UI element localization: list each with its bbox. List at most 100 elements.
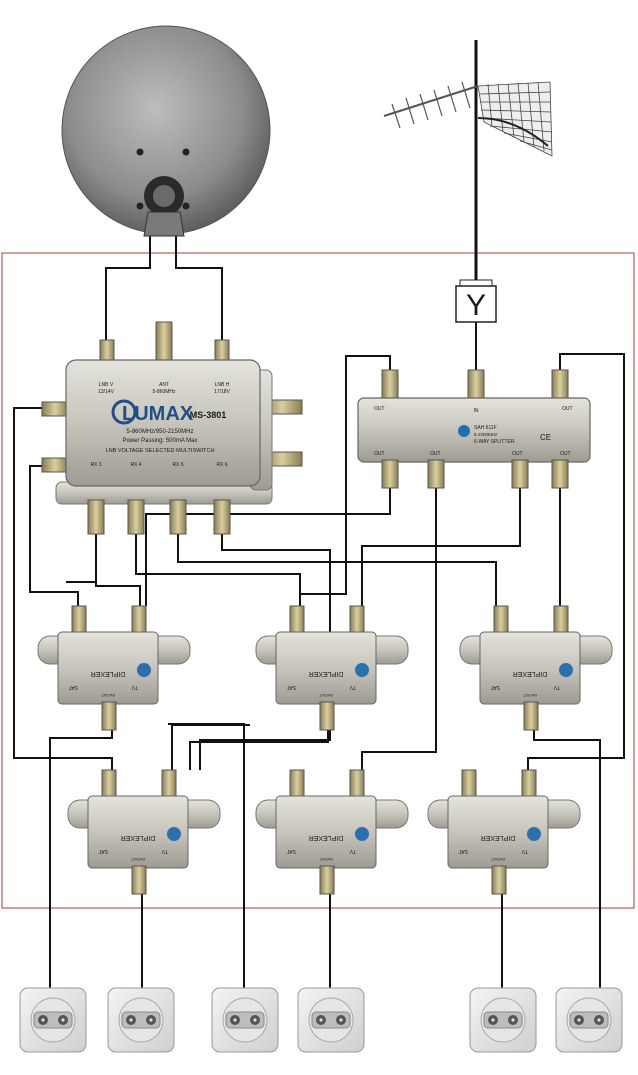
- wire-lnb-v: [105, 236, 151, 340]
- wiring: [13, 40, 625, 990]
- diplexer-tv: TV: [349, 848, 356, 854]
- diplexer-out: IN/OUT: [131, 857, 145, 862]
- wire-split-out4: [361, 488, 437, 770]
- mesh-reflector: [477, 81, 553, 157]
- wire-rx4: [135, 534, 301, 606]
- splitter-out-label-b1: OUT: [374, 451, 385, 457]
- wire-rx3: [95, 534, 141, 606]
- splitter-model: SAH 611F: [474, 425, 497, 431]
- lnb-v-voltage: 13/14V: [98, 389, 115, 395]
- multiswitch-model: MS-3801: [190, 410, 227, 420]
- lumax-logo-icon: [111, 399, 137, 425]
- diplexer-tv: TV: [161, 848, 168, 854]
- wire-split-out5: [361, 488, 521, 606]
- splitter-in-label: IN: [474, 408, 479, 414]
- diplexer-label: DIPLEXER: [309, 670, 344, 677]
- diplexer-label: DIPLEXER: [513, 670, 548, 677]
- diplexer-logo-icon: [527, 827, 541, 841]
- lnb-mount: [143, 211, 185, 237]
- diplexer: DIPLEXER SAT TV IN/OUT: [459, 605, 613, 731]
- lnb-v-label: LNB V: [99, 382, 114, 388]
- six-way-splitter: IN OUT OUT OUT OUT OUT OUT SAH 611F 5-10…: [357, 369, 591, 489]
- wall-socket: [19, 987, 87, 1053]
- diplexer-label: DIPLEXER: [121, 834, 156, 841]
- diplexer-tv: TV: [521, 848, 528, 854]
- wire-dip2-out: [189, 730, 329, 770]
- splitter-out-label-b3: OUT: [512, 451, 523, 457]
- wall-socket: [211, 987, 279, 1053]
- diplexer-logo-icon: [559, 663, 573, 677]
- splitter-freq: 5-1000MHz: [474, 432, 498, 437]
- multiswitch-desc: LNB VOLTAGE SELECTED MULTISWITCH: [105, 448, 214, 454]
- diplexer-label: DIPLEXER: [481, 834, 516, 841]
- wire-dip3-out: [533, 730, 601, 990]
- diplexer-row-1: DIPLEXER SAT TV IN/OUT DIPLEXER SAT TV I…: [37, 605, 613, 731]
- splitter-out-label-tl: OUT: [374, 406, 385, 412]
- diplexer-row-2: DIPLEXER SAT TV IN/OUT DIPLEXER SAT TV I…: [67, 769, 581, 895]
- diplexer-sat: SAT: [287, 848, 296, 854]
- wire-ms-left-bottom: [29, 465, 79, 606]
- multiswitch-power: Power Passing: 500mA Max: [122, 438, 197, 444]
- diplexer-out: IN/OUT: [523, 693, 537, 698]
- splitter-out-label-b4: OUT: [560, 451, 571, 457]
- wall-sockets: [19, 987, 623, 1053]
- wire-mid-socket: [168, 723, 245, 990]
- diplexer-out: IN/OUT: [319, 693, 333, 698]
- splitter-out-label-tr: OUT: [562, 406, 573, 412]
- diplexer-sat: SAT: [491, 684, 500, 690]
- splitter-out-label-b2: OUT: [430, 451, 441, 457]
- splitter-logo-icon: [458, 425, 470, 437]
- ce-mark: CE: [540, 433, 551, 442]
- wall-socket: [107, 987, 175, 1053]
- multiswitch: LNB V 13/14V ANT 5-860MHz LNB H 17/18V L…: [41, 321, 303, 535]
- diplexer-label: DIPLEXER: [309, 834, 344, 841]
- wire-dip2b: [171, 724, 250, 770]
- diplexer-tv: TV: [349, 684, 356, 690]
- ant-freq: 5-860MHz: [152, 389, 176, 395]
- diplexer-out: IN/OUT: [491, 857, 505, 862]
- building-boundary: [1, 252, 635, 909]
- diplexer-logo-icon: [355, 663, 369, 677]
- junction-symbol: Y: [466, 289, 486, 322]
- diplexer-sat: SAT: [99, 848, 108, 854]
- wire-lnb-h: [175, 236, 223, 340]
- wire-split-out1: [299, 355, 391, 606]
- diplexer-logo-icon: [167, 827, 181, 841]
- wire-ms-left-top: [13, 407, 113, 770]
- wall-socket: [297, 987, 365, 1053]
- wire-split-out3: [145, 488, 391, 606]
- ant-label: ANT: [159, 382, 169, 388]
- diplexer-sat: SAT: [287, 684, 296, 690]
- satellite-dish: [61, 25, 271, 237]
- diplexer: DIPLEXER SAT TV IN/OUT: [37, 605, 191, 731]
- tv-antenna: [383, 81, 553, 157]
- rx5-label: RX 5: [172, 462, 183, 468]
- diplexer: DIPLEXER SAT TV IN/OUT: [67, 769, 221, 895]
- diplexer-out: IN/OUT: [101, 693, 115, 698]
- wire-rx5: [177, 534, 497, 606]
- wall-socket: [555, 987, 623, 1053]
- diplexer: DIPLEXER SAT TV IN/OUT: [255, 769, 409, 895]
- diplexer-label: DIPLEXER: [91, 670, 126, 677]
- wall-socket: [469, 987, 537, 1053]
- diplexer-logo-icon: [137, 663, 151, 677]
- diplexer-tv: TV: [131, 684, 138, 690]
- diplexer: DIPLEXER SAT TV IN/OUT: [255, 605, 409, 731]
- rx6-label: RX 6: [216, 462, 227, 468]
- diplexer-tv: TV: [553, 684, 560, 690]
- lnb-h-label: LNB H: [215, 382, 230, 388]
- antenna-junction-box: Y: [455, 279, 497, 323]
- wire-dip1-out: [49, 730, 113, 990]
- wire-rx-extra: [66, 560, 97, 583]
- rx3-label: RX 3: [90, 462, 101, 468]
- splitter-desc: 6-WAY SPLITTER: [474, 439, 515, 445]
- multiswitch-freq: 5-860MHz/950-2150MHz: [126, 429, 193, 435]
- diplexer-sat: SAT: [69, 684, 78, 690]
- lnb-h-voltage: 17/18V: [214, 389, 231, 395]
- diplexer-out: IN/OUT: [319, 857, 333, 862]
- diplexer-logo-icon: [355, 827, 369, 841]
- multiswitch-brand: LUMAX: [122, 403, 194, 425]
- rx4-label: RX 4: [130, 462, 141, 468]
- wire-split-out2: [527, 353, 625, 770]
